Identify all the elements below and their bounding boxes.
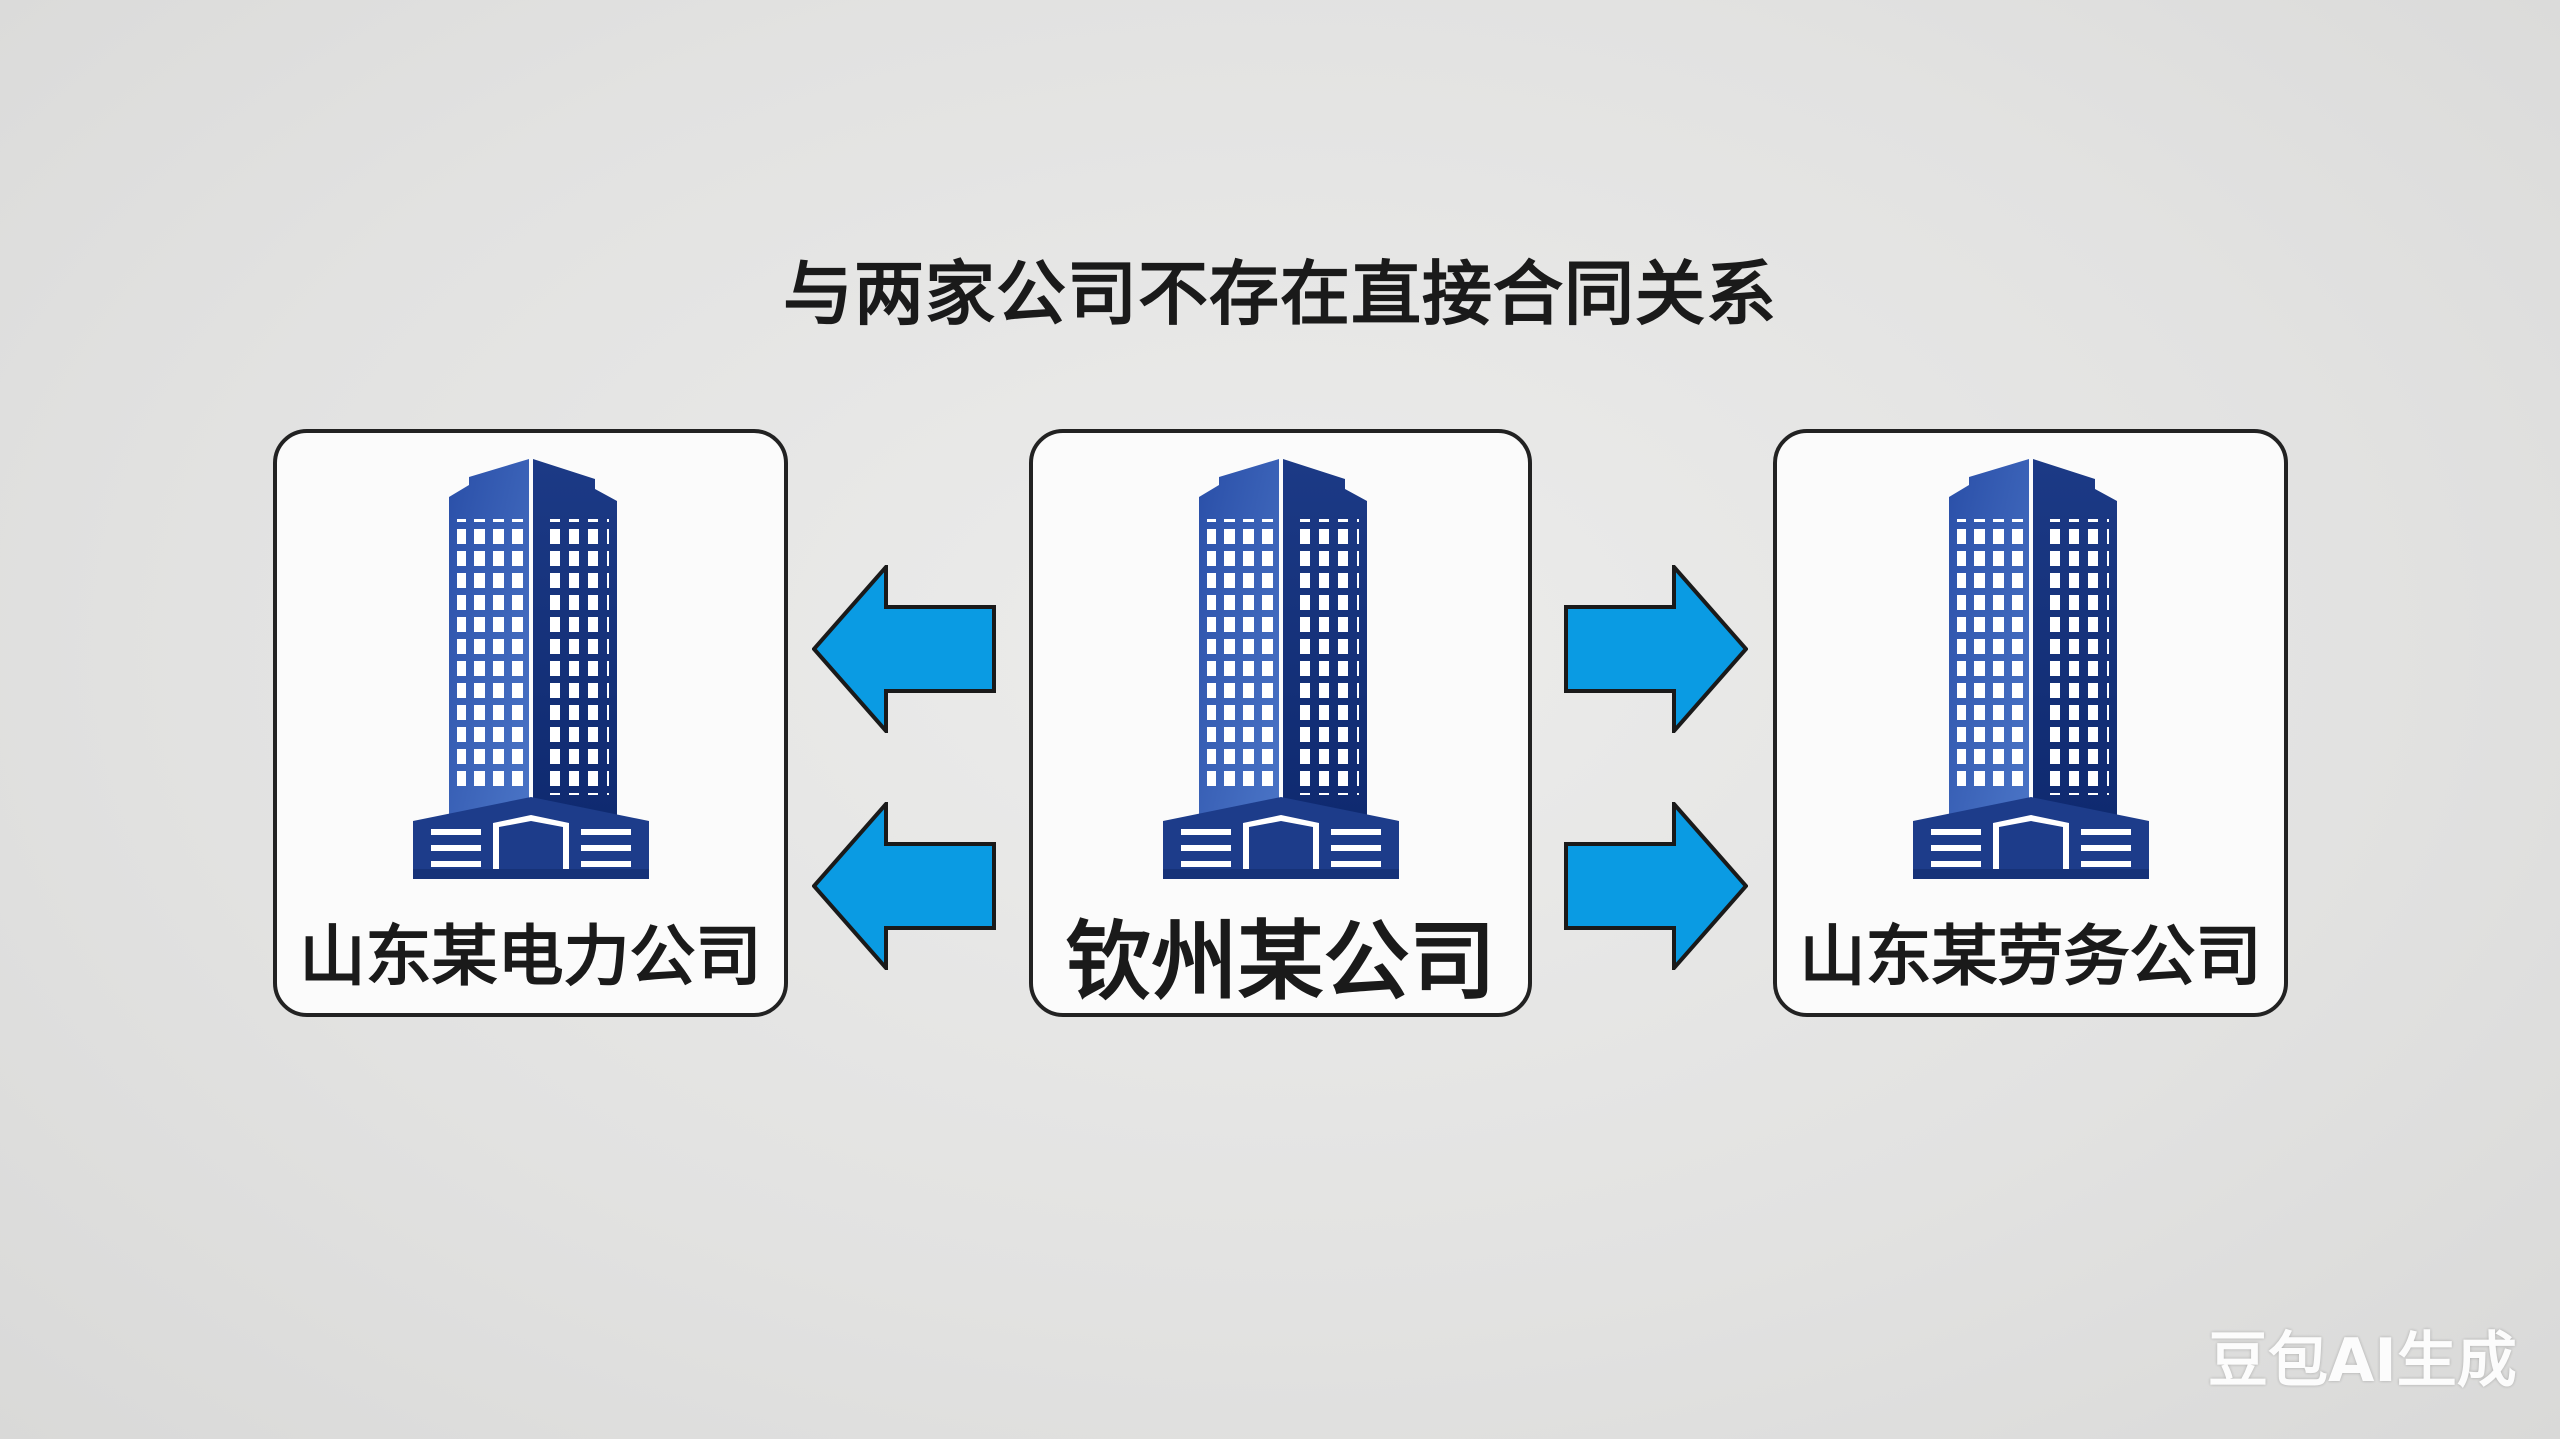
diagram-title: 与两家公司不存在直接合同关系 xyxy=(783,253,1777,335)
company-label: 山东某电力公司 xyxy=(299,918,762,995)
arrow-right-icon xyxy=(1564,802,1748,970)
building-icon xyxy=(413,459,649,879)
company-label: 山东某劳务公司 xyxy=(1799,918,2262,995)
arrow-left-icon xyxy=(812,802,996,970)
company-label: 钦州某公司 xyxy=(1065,912,1496,1012)
arrow-right-icon xyxy=(1564,565,1748,733)
watermark: 豆包AI生成 xyxy=(2208,1326,2517,1396)
company-box-qinzhou: 钦州某公司 xyxy=(1029,429,1532,1017)
building-icon xyxy=(1913,459,2149,879)
building-icon xyxy=(1163,459,1399,879)
company-box-shandong-labor: 山东某劳务公司 xyxy=(1773,429,2288,1017)
arrow-left-icon xyxy=(812,565,996,733)
company-box-shandong-power: 山东某电力公司 xyxy=(273,429,788,1017)
